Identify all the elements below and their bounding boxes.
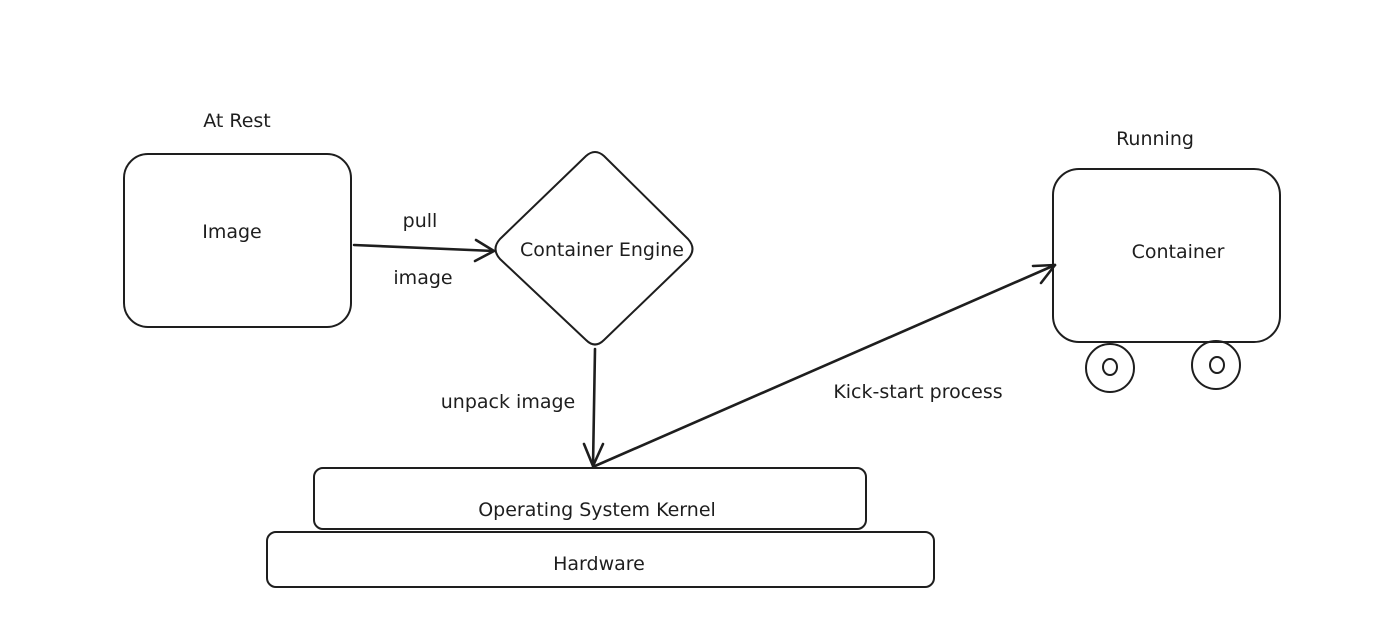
kick-start-arrowhead <box>1031 263 1057 285</box>
wheel-right <box>1191 340 1241 390</box>
wheel-right-hub <box>1209 356 1225 374</box>
hardware-box <box>266 531 935 588</box>
container-engine-label: Container Engine <box>520 239 684 261</box>
container-engine-diamond <box>494 151 694 346</box>
kick-start-arrow <box>593 263 1057 468</box>
image-box <box>123 153 352 328</box>
pull-arrowhead <box>473 238 496 263</box>
kernel-box <box>313 467 867 530</box>
container-box <box>1052 168 1281 343</box>
running-label: Running <box>1116 128 1194 150</box>
image-edge-label: image <box>393 267 452 289</box>
wheel-left <box>1085 343 1135 393</box>
unpack-arrowhead <box>582 442 605 468</box>
unpack-arrow <box>591 347 597 468</box>
unpack-image-label: unpack image <box>441 391 575 413</box>
wheel-left-hub <box>1102 358 1118 376</box>
container-box-label: Container <box>1132 241 1225 263</box>
image-box-label: Image <box>202 221 262 243</box>
kernel-label: Operating System Kernel <box>478 499 716 521</box>
at-rest-label: At Rest <box>203 110 271 132</box>
kick-start-label: Kick-start process <box>833 381 1002 403</box>
pull-arrow <box>352 243 496 253</box>
hardware-label: Hardware <box>553 553 645 575</box>
pull-label: pull <box>403 210 438 232</box>
